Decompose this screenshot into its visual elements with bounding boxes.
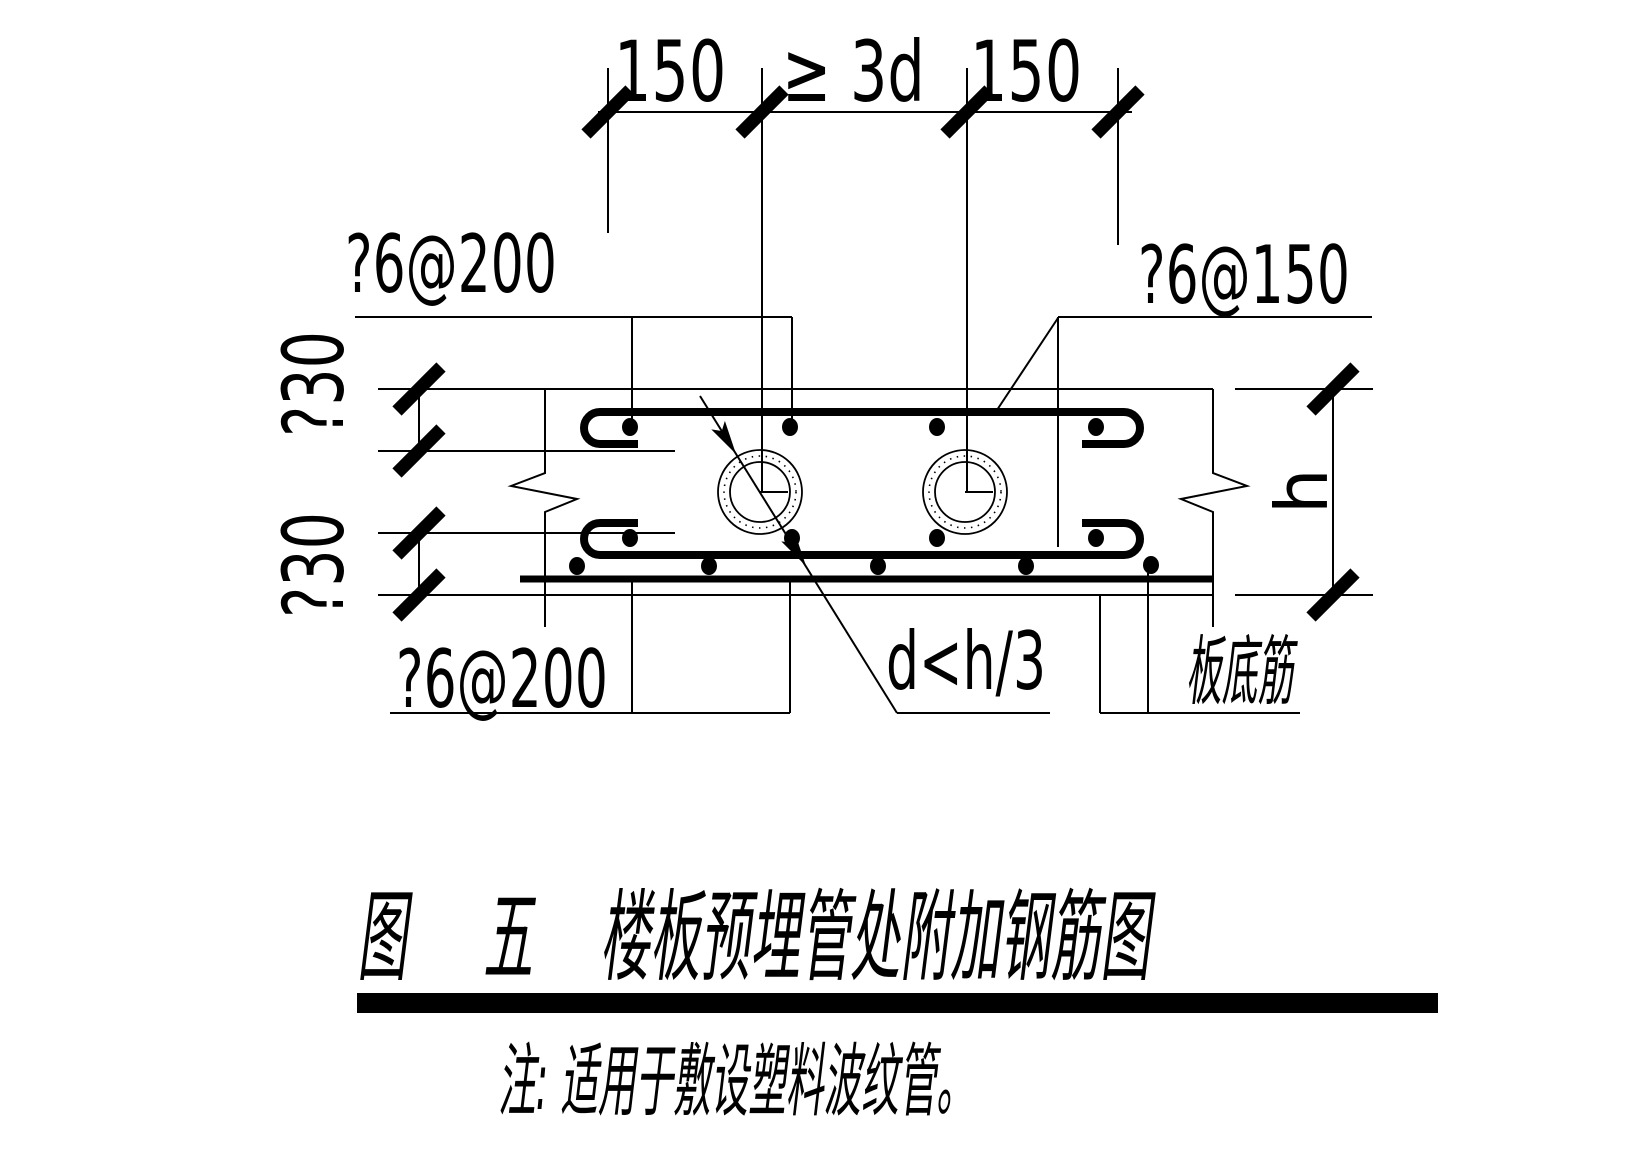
title-underline-bar — [357, 993, 1438, 1013]
dim-label-height-h: h — [1260, 468, 1344, 514]
label-bottom-left-rebar: ?6@200 — [396, 633, 608, 726]
bar-cross-sections — [569, 418, 1159, 575]
label-pipe-diameter-limit: d<h/3 — [886, 615, 1047, 708]
bar-dot — [569, 557, 585, 575]
dim-label-3d: ≥ 3d — [782, 23, 925, 121]
bar-dot — [929, 529, 945, 547]
drawing-note: 注: 适用于敷设塑料波纹管。 — [498, 1035, 974, 1128]
dimension-ticks — [392, 85, 1360, 622]
title-number-char: 五 — [483, 879, 533, 996]
tick — [392, 568, 446, 622]
bar-dot — [622, 418, 638, 436]
bar-dot — [782, 418, 798, 436]
bar-dot — [1143, 556, 1159, 574]
dim-label-30-upper: ?30 — [265, 330, 363, 437]
tick — [392, 362, 446, 416]
tick — [1091, 85, 1145, 139]
label-slab-bottom-rebar: 板底筋 — [1186, 627, 1294, 716]
bar-dot — [929, 418, 945, 436]
pipe1-outer — [717, 449, 803, 535]
bar-dot — [870, 557, 886, 575]
tick — [581, 85, 635, 139]
dim-label-30-lower: ?30 — [265, 511, 363, 618]
pipe2-inner — [934, 461, 996, 523]
pipe1-stipple — [723, 455, 797, 529]
dim-label-150-left: 150 — [614, 23, 727, 121]
bar-dot — [1018, 557, 1034, 575]
tick — [1306, 362, 1360, 416]
top-additional-bar — [580, 408, 1144, 448]
label-top-right-rebar: ?6@150 — [1138, 229, 1350, 322]
construction-lines — [355, 68, 1373, 714]
bar-dot — [622, 529, 638, 547]
bottom-additional-bar — [580, 519, 1144, 559]
tick — [392, 506, 446, 560]
drawing-title: 楼板预埋管处附加钢筋图 — [600, 879, 1150, 996]
tick — [1306, 568, 1360, 622]
arrowhead-pipe — [711, 420, 736, 454]
bar-dot — [1088, 529, 1104, 547]
break-symbol-right — [1177, 389, 1251, 627]
pipe2-outer — [922, 449, 1008, 535]
title-fig-char: 图 — [357, 879, 407, 996]
bar-dot — [701, 557, 717, 575]
pipe2-stipple — [928, 455, 1002, 529]
rebar-bars — [520, 408, 1213, 583]
dim-label-150-right: 150 — [970, 23, 1083, 121]
label-top-left-rebar: ?6@200 — [345, 218, 557, 311]
leader-top-right-diagonal — [996, 317, 1059, 411]
embedded-pipes — [717, 449, 1008, 535]
pipe1-inner — [729, 461, 791, 523]
break-symbol-left — [507, 389, 581, 627]
tick — [940, 85, 994, 139]
tick — [392, 424, 446, 478]
leader-arrowheads — [711, 420, 806, 566]
arrowhead-bottom-bar — [781, 532, 806, 566]
bar-dot — [1088, 418, 1104, 436]
tick — [735, 85, 789, 139]
